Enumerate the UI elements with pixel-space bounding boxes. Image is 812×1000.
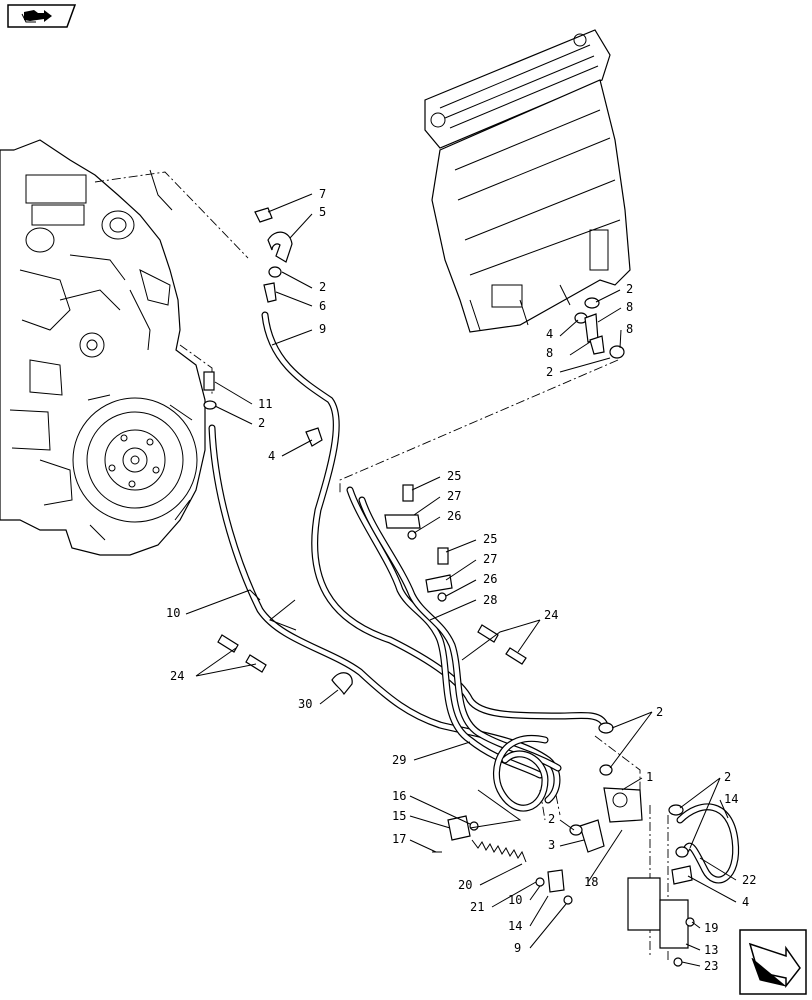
callout-19: 19: [704, 921, 718, 935]
callout-10: 10: [166, 606, 180, 620]
callout-22: 22: [742, 873, 756, 887]
callout-8: 8: [546, 346, 553, 360]
callout-2: 2: [724, 770, 731, 784]
hose-14: [676, 803, 740, 884]
callout-27: 27: [483, 552, 497, 566]
callout-4: 4: [546, 327, 553, 341]
callout-14: 14: [724, 792, 738, 806]
callout-2: 2: [258, 416, 265, 430]
leader-lines: [185, 193, 737, 967]
hose-9: [261, 311, 609, 729]
callout-29: 29: [392, 753, 406, 767]
callout-2: 2: [656, 705, 663, 719]
next-page-arrow-icon[interactable]: [739, 929, 807, 995]
heater-unit: [424, 29, 631, 333]
callout-24: 24: [170, 669, 184, 683]
callout-11: 11: [258, 397, 272, 411]
engine-assembly: [0, 139, 206, 556]
callout-24: 24: [544, 608, 558, 622]
callout-25: 25: [483, 532, 497, 546]
callout-7: 7: [319, 187, 326, 201]
callout-5: 5: [319, 205, 326, 219]
callout-23: 23: [704, 959, 718, 973]
callout-2: 2: [548, 812, 555, 826]
callout-2: 2: [319, 280, 326, 294]
callout-labels: 7 5 2 6 9 11 2 4 2 4 8 8 8 2 25 27 26 25…: [166, 187, 756, 973]
callout-13: 13: [704, 943, 718, 957]
callout-6: 6: [319, 299, 326, 313]
callout-14: 14: [508, 919, 522, 933]
callout-10: 10: [508, 893, 522, 907]
callout-20: 20: [458, 878, 472, 892]
callout-30: 30: [298, 697, 312, 711]
callout-2: 2: [546, 365, 553, 379]
callout-27: 27: [447, 489, 461, 503]
callout-1: 1: [646, 770, 653, 784]
hose-29-coil: [493, 734, 549, 812]
callout-18: 18: [584, 875, 598, 889]
callout-25: 25: [447, 469, 461, 483]
callout-9: 9: [319, 322, 326, 336]
callout-28: 28: [483, 593, 497, 607]
callout-21: 21: [470, 900, 484, 914]
small-parts: [203, 207, 695, 967]
callout-8: 8: [626, 300, 633, 314]
callout-3: 3: [548, 838, 555, 852]
callout-26: 26: [483, 572, 497, 586]
callout-16: 16: [392, 789, 406, 803]
callout-17: 17: [392, 832, 406, 846]
callout-4: 4: [268, 449, 275, 463]
callout-15: 15: [392, 809, 406, 823]
callout-26: 26: [447, 509, 461, 523]
callout-9: 9: [514, 941, 521, 955]
callout-8: 8: [626, 322, 633, 336]
callout-2: 2: [626, 282, 633, 296]
callout-4: 4: [742, 895, 749, 909]
book-arrow-icon[interactable]: [7, 4, 77, 28]
hose-28: [346, 486, 562, 779]
